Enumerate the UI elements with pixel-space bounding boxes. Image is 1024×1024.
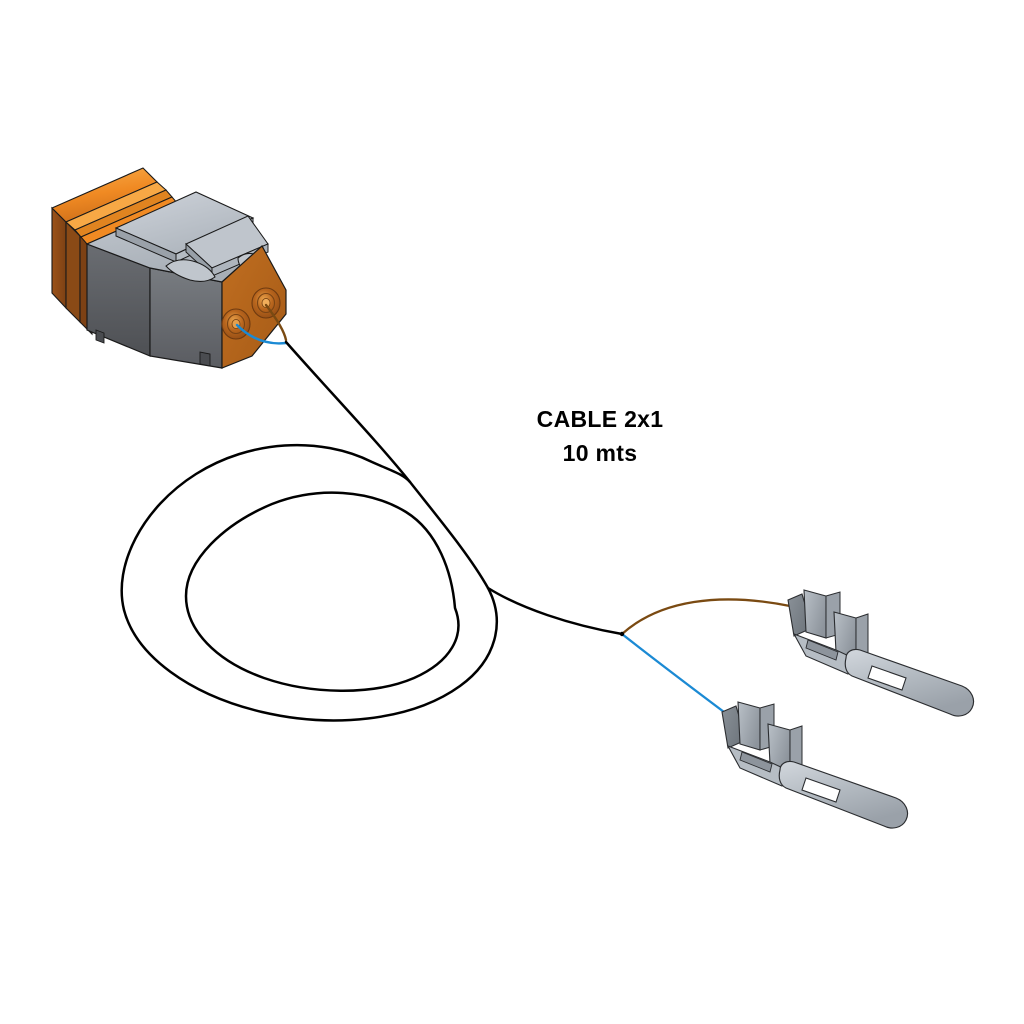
lower-terminal-wing-1 <box>737 701 761 751</box>
blue-conductor-run <box>620 632 734 720</box>
rib-face-1 <box>51 206 67 310</box>
lower-terminal-blade <box>778 760 909 829</box>
lower-terminal-slot <box>801 777 841 803</box>
connector-side-face-front <box>149 267 223 369</box>
connector-port-2 <box>251 287 281 319</box>
lower-terminal-barrel-shadow <box>739 751 773 773</box>
upper-terminal-wing-1 <box>803 589 827 639</box>
connector-port-1 <box>221 308 251 340</box>
connector-housing <box>51 167 287 369</box>
brown-wire-at-connector <box>264 303 288 342</box>
cable-inner-loop <box>184 491 460 692</box>
lower-blade-terminal <box>721 701 909 829</box>
upper-blade-terminal <box>787 589 975 717</box>
brown-conductor-run <box>620 598 792 636</box>
wire-breakout <box>619 598 792 720</box>
upper-terminal-slot <box>867 665 907 691</box>
cable-label-line-1-text: CABLE 2x1 <box>536 406 664 432</box>
breakout-point <box>619 631 625 637</box>
blue-wire-at-connector <box>235 323 288 345</box>
upper-terminal-blade <box>844 648 975 717</box>
connector-rear-ribs <box>51 167 179 336</box>
connector-notch-front <box>199 351 211 367</box>
cable-assembly <box>120 340 624 722</box>
cable-exit-run <box>486 586 624 636</box>
cable-label-line-2: 10 mts <box>0 440 1024 467</box>
connector-wire-pigtails <box>235 303 288 345</box>
cable-label-line-1: CABLE 2x1 <box>0 406 1024 433</box>
cable-label-line-2-text: 10 mts <box>562 440 638 466</box>
rib-face-2 <box>65 220 81 324</box>
cable-lead-in <box>284 340 412 484</box>
connector-side-tab-left <box>165 259 216 282</box>
connector-notch-rear <box>95 329 105 344</box>
upper-terminal-barrel-shadow <box>805 639 839 661</box>
cable-outer-loop <box>120 443 498 722</box>
